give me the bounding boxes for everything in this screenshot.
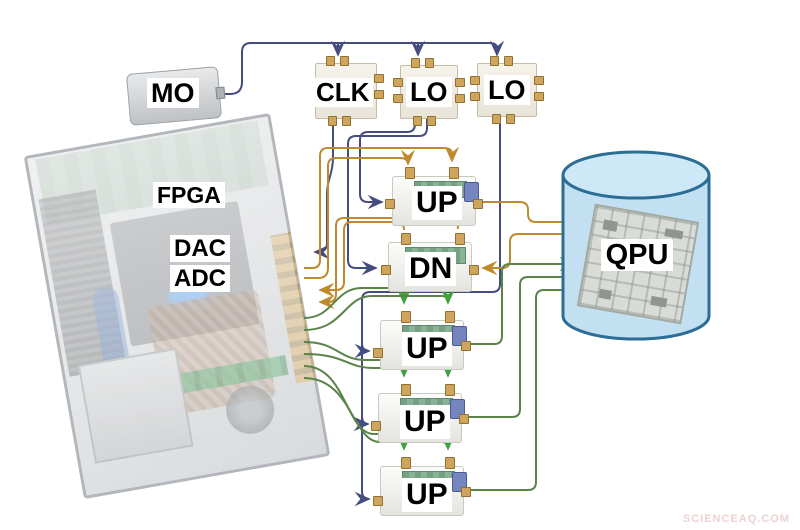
sma-port bbox=[449, 167, 459, 179]
sma-port bbox=[411, 58, 420, 68]
sma-port bbox=[425, 58, 434, 68]
wire-dac-to-up-drive2-b bbox=[303, 353, 456, 378]
wire-clk-to-chassis bbox=[313, 118, 334, 260]
sma-port bbox=[469, 265, 479, 275]
sma-port bbox=[413, 116, 422, 126]
sma-port bbox=[455, 78, 465, 87]
sma-port bbox=[534, 76, 544, 85]
sma-port bbox=[445, 384, 455, 396]
adc-label: ADC bbox=[170, 265, 230, 293]
sma-port bbox=[328, 116, 337, 126]
sma-port bbox=[405, 167, 415, 179]
sma-port bbox=[455, 233, 465, 245]
sma-port bbox=[401, 311, 411, 323]
sma-port bbox=[504, 56, 513, 66]
wire-lo1-to-dn bbox=[347, 118, 428, 276]
qpu-label: QPU bbox=[601, 239, 673, 272]
sma-port bbox=[473, 199, 483, 209]
mo-connector bbox=[215, 86, 226, 100]
clk-label: CLK bbox=[312, 78, 374, 108]
dac-label: DAC bbox=[170, 235, 230, 263]
watermark: SCIENCEAQ.COM bbox=[682, 513, 790, 525]
sma-port bbox=[326, 56, 335, 66]
wire-lo2-to-up-drives bbox=[354, 116, 501, 507]
blue-connector bbox=[464, 182, 479, 202]
sma-port bbox=[381, 265, 391, 275]
up-drive1-label: UP bbox=[402, 332, 452, 366]
sma-port bbox=[455, 94, 465, 103]
wire-dac-to-up-drive1-b bbox=[303, 288, 456, 331]
sma-port bbox=[492, 114, 501, 124]
sma-port bbox=[401, 457, 411, 469]
up-readout-label: UP bbox=[412, 186, 462, 220]
wire-up-drive3-to-qpu bbox=[470, 282, 580, 491]
sma-port bbox=[371, 421, 381, 431]
sma-port bbox=[373, 348, 383, 358]
sma-port bbox=[459, 414, 469, 424]
sma-port bbox=[401, 233, 411, 245]
wire-lo1-to-up-readout bbox=[359, 118, 416, 210]
wire-up-readout-to-qpu bbox=[482, 201, 584, 230]
fpga-label: FPGA bbox=[153, 182, 225, 209]
wire-dac-to-up-readout-2 bbox=[304, 149, 416, 279]
wire-lo2-branch-up2 bbox=[353, 415, 370, 432]
qpu-chip-pad bbox=[664, 228, 684, 240]
sma-port bbox=[490, 56, 499, 66]
wire-up-drive2-to-qpu bbox=[468, 269, 578, 418]
sma-port bbox=[374, 90, 384, 99]
sma-port bbox=[506, 114, 515, 124]
sma-port bbox=[445, 457, 455, 469]
wire-lo2-branch-up1 bbox=[354, 342, 371, 359]
up-drive2-label: UP bbox=[400, 405, 450, 439]
up-drive3-label: UP bbox=[402, 478, 452, 512]
sma-port bbox=[534, 92, 544, 101]
lo2-label: LO bbox=[484, 75, 530, 106]
sma-port bbox=[393, 78, 403, 87]
wire-qpu-to-dn bbox=[481, 233, 584, 276]
sma-port bbox=[393, 94, 403, 103]
sma-port bbox=[445, 311, 455, 323]
dn-label: DN bbox=[405, 252, 457, 286]
qpu-chip-pad bbox=[650, 295, 668, 308]
sma-port bbox=[461, 341, 471, 351]
sma-port bbox=[340, 56, 349, 66]
sma-port bbox=[374, 74, 384, 83]
sma-port bbox=[470, 76, 480, 85]
wire-dac-to-up-readout-1 bbox=[304, 146, 460, 269]
lo1-label: LO bbox=[406, 77, 452, 108]
sma-port bbox=[427, 116, 436, 126]
sma-port bbox=[373, 496, 383, 506]
qpu-chip-pad bbox=[602, 219, 619, 232]
sma-port bbox=[461, 487, 471, 497]
mo-label: MO bbox=[147, 78, 199, 109]
sma-port bbox=[401, 384, 411, 396]
sma-port bbox=[385, 199, 395, 209]
sma-port bbox=[470, 92, 480, 101]
wire-mo-reference-bus bbox=[216, 40, 505, 95]
qpu-chip-pad bbox=[598, 288, 612, 300]
sma-port bbox=[342, 116, 351, 126]
wire-up-drive1-to-qpu bbox=[470, 256, 576, 345]
